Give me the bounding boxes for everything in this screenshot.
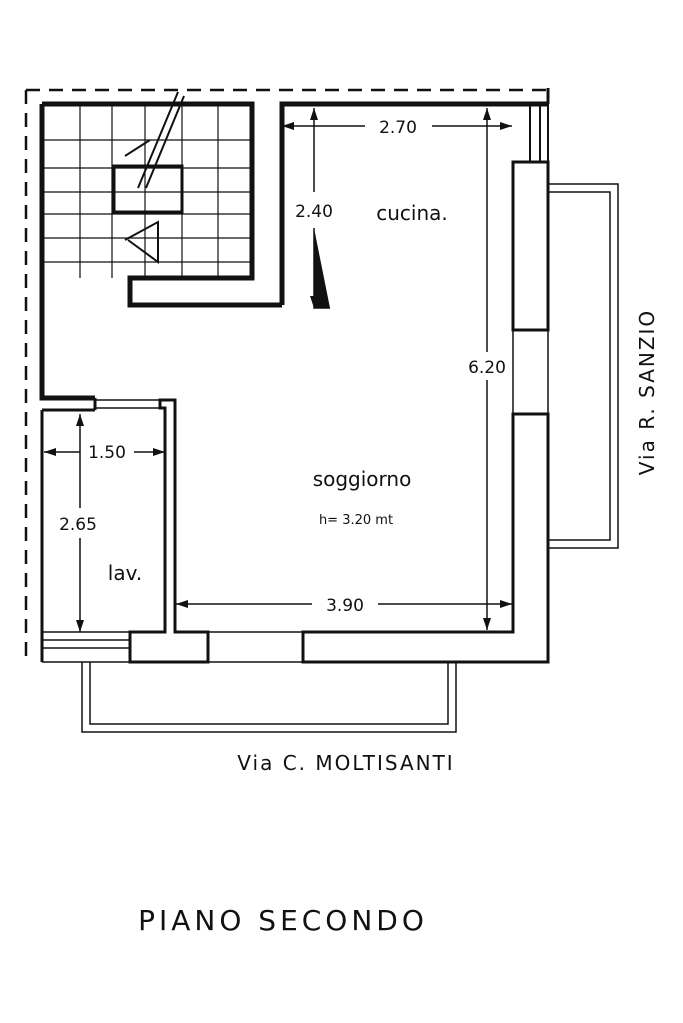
dimension-lines <box>44 108 512 632</box>
room-label-kitchen: cucina. <box>376 201 448 225</box>
dimension-bath-width: 1.50 <box>88 443 126 463</box>
balcony-south <box>81 662 457 733</box>
dimension-living-width: 3.90 <box>326 596 364 616</box>
room-label-living: soggiorno <box>313 467 412 491</box>
balcony-east <box>548 183 619 549</box>
dimension-living-depth: 6.20 <box>468 358 506 378</box>
street-label-south: Via C. MOLTISANTI <box>237 751 454 775</box>
property-boundary <box>24 88 550 662</box>
staircase <box>42 91 252 278</box>
room-label-bathroom: lav. <box>108 561 142 585</box>
dimension-kitchen-depth: 2.40 <box>295 202 333 222</box>
dimension-kitchen-width: 2.70 <box>379 118 417 138</box>
street-label-east: Via R. SANZIO <box>635 309 659 475</box>
room-height-note: h= 3.20 mt <box>319 513 393 528</box>
walls <box>39 101 550 664</box>
plan-title: PIANO SECONDO <box>138 904 428 937</box>
dimension-bath-depth: 2.65 <box>59 515 97 535</box>
